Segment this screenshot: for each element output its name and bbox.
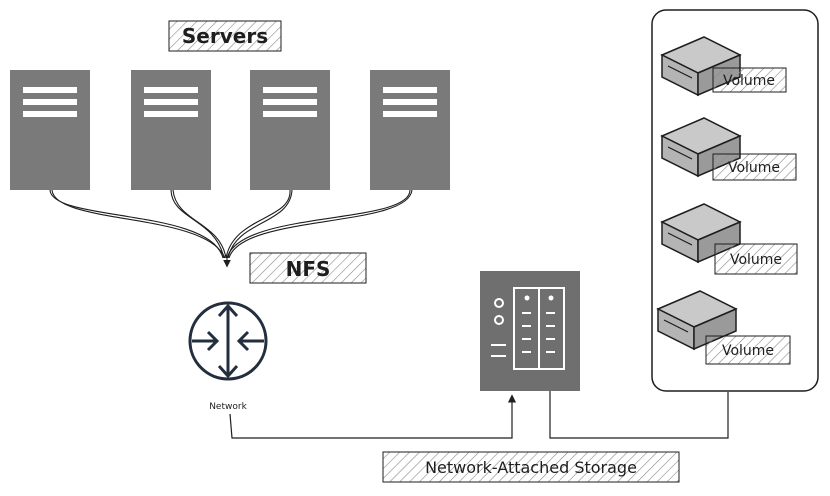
server-icon — [370, 70, 450, 190]
server-rack-4 — [370, 70, 450, 190]
nas-icon — [480, 271, 580, 391]
servers-label: Servers — [168, 20, 282, 52]
network-label: Network — [209, 402, 247, 412]
volume-disk-icon — [660, 203, 742, 264]
volume-label: Volume — [723, 73, 775, 89]
server-rack-1 — [10, 70, 90, 190]
volume-label: Volume — [728, 160, 780, 176]
nas-label: Network-Attached Storage — [382, 451, 680, 483]
nas-label-text: Network-Attached Storage — [425, 458, 637, 477]
server-icon — [131, 70, 211, 190]
servers-label-text: Servers — [182, 24, 268, 48]
volume-4: Volume — [656, 290, 791, 365]
router-icon — [188, 301, 268, 381]
nfs-label-text: NFS — [286, 257, 331, 281]
volume-3: Volume — [660, 203, 798, 275]
server-connectors — [49, 189, 413, 268]
network-to-nas-connector — [229, 394, 517, 439]
volume-2: Volume — [660, 117, 797, 181]
volume-label: Volume — [722, 343, 774, 359]
server-icon — [250, 70, 330, 190]
volume-disk-icon — [656, 290, 738, 351]
server-rack-3 — [250, 70, 330, 190]
nas-to-storage-connector — [549, 391, 729, 439]
server-icon — [10, 70, 90, 190]
volume-1: Volume — [660, 36, 787, 97]
nfs-label: NFS — [249, 252, 367, 284]
server-rack-2 — [131, 70, 211, 190]
volume-label: Volume — [730, 252, 782, 268]
